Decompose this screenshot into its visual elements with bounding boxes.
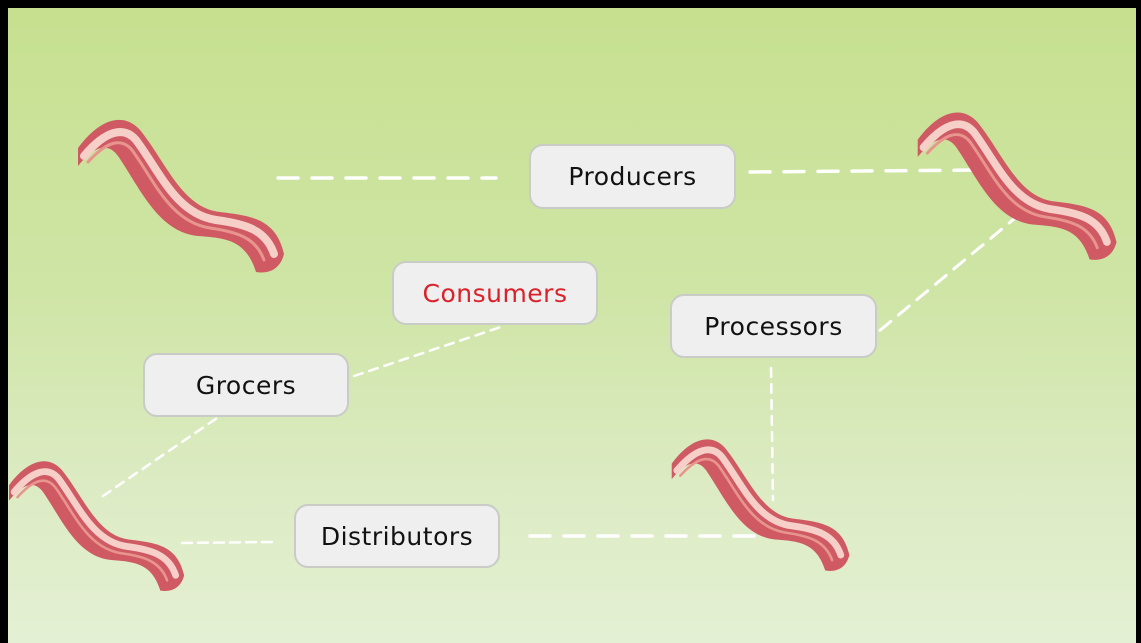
node-grocers: Grocers xyxy=(143,353,349,417)
node-consumers: Consumers xyxy=(392,261,598,325)
connector-bacon-grocers xyxy=(101,414,222,498)
bacon-icon xyxy=(671,439,850,571)
node-distributors: Distributors xyxy=(294,504,500,568)
node-processors: Processors xyxy=(670,294,877,358)
connector-lines xyxy=(101,168,1022,545)
connector-grocers-consumers xyxy=(352,324,506,378)
connector-producers-bacon xyxy=(748,168,978,174)
connector-bacon-processors xyxy=(876,212,1022,334)
bacon-icon xyxy=(9,461,185,592)
connector-processors-bacon xyxy=(769,366,775,502)
connector-distributors-bacon xyxy=(176,540,274,545)
bacon-icon xyxy=(917,112,1117,260)
node-producers: Producers xyxy=(529,144,736,209)
bacon-icon xyxy=(78,119,284,273)
diagram-canvas: Producers Consumers Processors Grocers D… xyxy=(8,8,1136,643)
